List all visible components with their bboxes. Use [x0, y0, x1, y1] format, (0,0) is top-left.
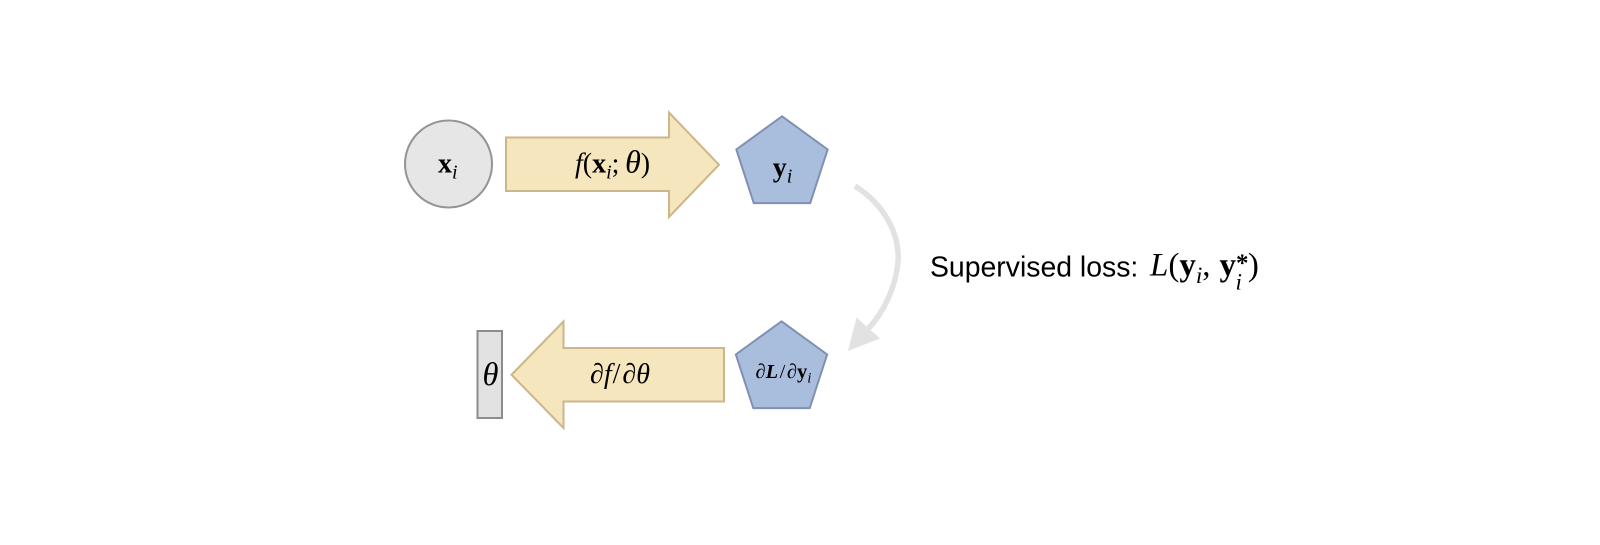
svg-text:L(yi,y*i): L(yi,y*i) [1149, 248, 1259, 295]
svg-text:∂L/∂yi: ∂L/∂yi [756, 361, 812, 387]
svg-text:θ: θ [483, 357, 499, 393]
svg-text:f(xi; θ): f(xi; θ) [575, 144, 650, 184]
svg-text:∂f/∂θ: ∂f/∂θ [590, 359, 650, 390]
svg-text:Supervised loss:: Supervised loss: [930, 252, 1138, 284]
